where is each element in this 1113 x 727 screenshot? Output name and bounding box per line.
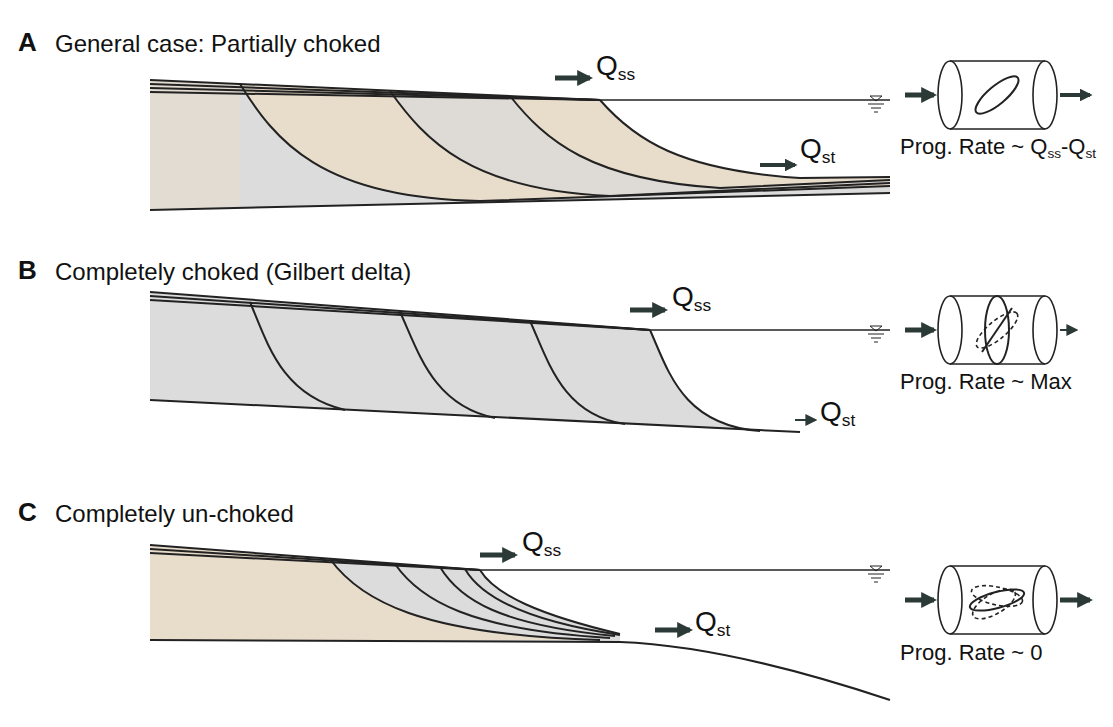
flux-subscript: ss bbox=[1047, 146, 1061, 161]
text-run: Completely un-choked bbox=[55, 500, 294, 527]
flux-symbol: Q bbox=[820, 396, 842, 427]
un-choked-cylinder bbox=[905, 566, 1090, 634]
flux-symbol: Q bbox=[800, 133, 822, 164]
panel-letter: A bbox=[18, 28, 37, 58]
completely-choked-profile bbox=[150, 292, 890, 432]
flux-label: Qst bbox=[695, 606, 730, 641]
flux-subscript: ss bbox=[694, 295, 711, 315]
text-run: A bbox=[18, 27, 37, 57]
text-run: Completely choked (Gilbert delta) bbox=[55, 258, 411, 285]
flux-label: Qst bbox=[800, 133, 835, 168]
text-run: General case: Partially choked bbox=[55, 30, 381, 57]
flux-subscript: st bbox=[842, 410, 856, 430]
panel-title: Completely un-choked bbox=[55, 500, 294, 528]
flux-subscript: st bbox=[717, 620, 731, 640]
partially-choked-profile bbox=[150, 78, 890, 210]
flux-label: Qss bbox=[672, 281, 711, 316]
panel-letter: B bbox=[18, 256, 37, 286]
partially-choked-cylinder bbox=[905, 61, 1090, 129]
flux-symbol: Q bbox=[596, 50, 618, 81]
text-run: B bbox=[18, 255, 37, 285]
flux-label: Qss bbox=[596, 50, 635, 85]
flux-symbol: Q bbox=[672, 281, 694, 312]
flux-symbol: Q bbox=[1068, 134, 1085, 159]
text-run: Prog. Rate ~ bbox=[900, 134, 1030, 159]
flux-symbol: Q bbox=[695, 606, 717, 637]
un-choked-profile bbox=[150, 545, 890, 700]
flux-label: Qst bbox=[820, 396, 855, 431]
flux-label: Qss bbox=[522, 526, 561, 561]
text-run: - bbox=[1061, 134, 1068, 159]
flux-subscript: ss bbox=[544, 540, 561, 560]
rate-note: Prog. Rate ~ Max bbox=[900, 369, 1072, 394]
flux-subscript: ss bbox=[618, 64, 635, 84]
flux-symbol: Q bbox=[1030, 134, 1047, 159]
panel-title: Completely choked (Gilbert delta) bbox=[55, 258, 411, 286]
text-run: Prog. Rate ~ 0 bbox=[900, 640, 1042, 665]
panel-letter: C bbox=[18, 498, 37, 528]
panel-title: General case: Partially choked bbox=[55, 30, 381, 58]
flux-subscript: st bbox=[822, 147, 836, 167]
rate-note: Prog. Rate ~ 0 bbox=[900, 640, 1042, 665]
completely-choked-cylinder bbox=[905, 296, 1076, 364]
text-run: C bbox=[18, 497, 37, 527]
flux-symbol: Q bbox=[522, 526, 544, 557]
rate-note: Prog. Rate ~ Qss-Qst bbox=[900, 134, 1096, 162]
text-run: Prog. Rate ~ Max bbox=[900, 369, 1072, 394]
flux-subscript: st bbox=[1085, 146, 1096, 161]
